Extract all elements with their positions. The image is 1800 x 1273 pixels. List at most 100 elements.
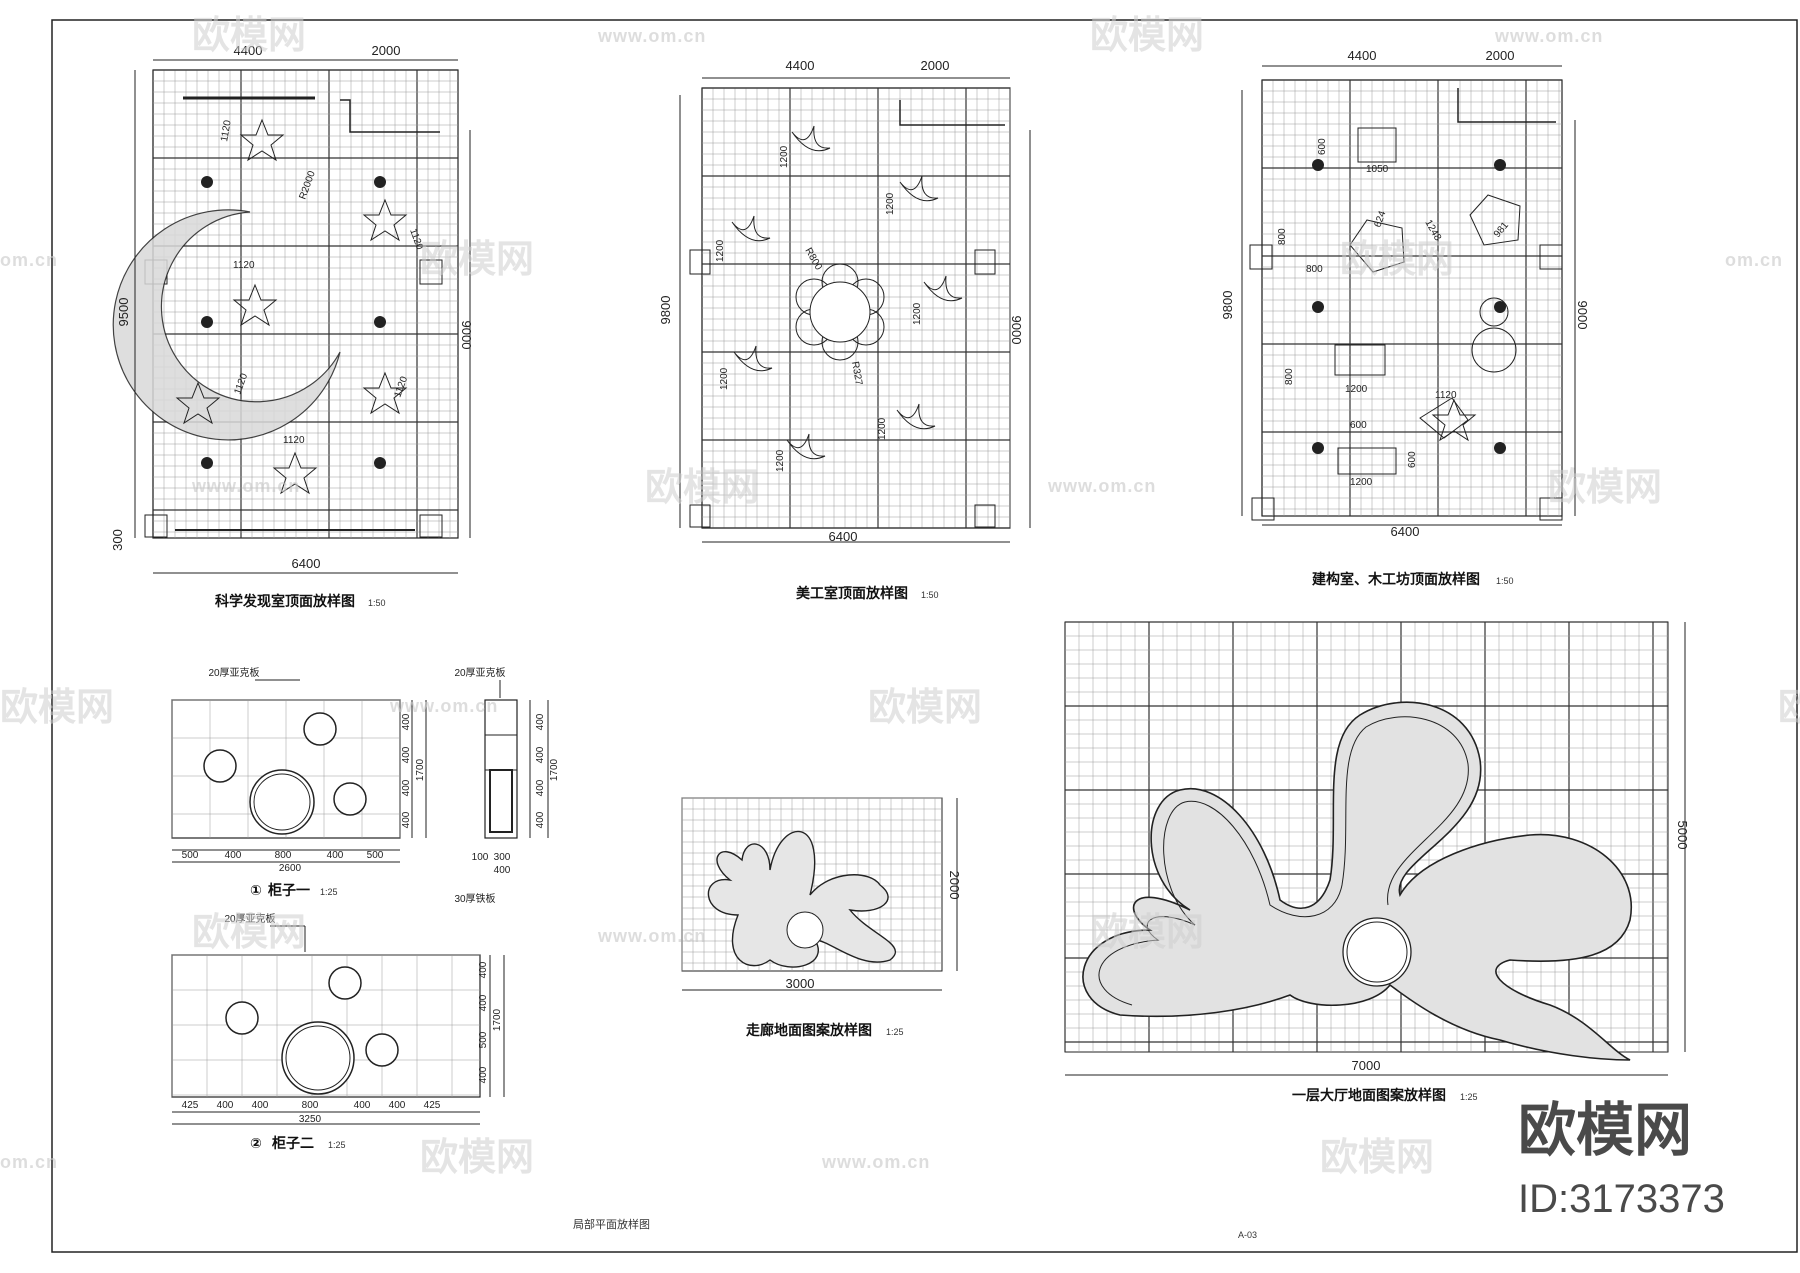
corridor-height: 2000 [947, 871, 962, 900]
watermark-url: om.cn [0, 250, 58, 270]
cab1-side-dim: 400 [535, 746, 546, 763]
cabinet-1-scale: 1:25 [320, 887, 338, 897]
cab2-dim: 425 [182, 1100, 199, 1111]
art-dim-top-right: 2000 [921, 58, 950, 73]
hall-scale: 1:25 [1460, 1092, 1478, 1102]
sci-dim-left: 9500 [116, 298, 131, 327]
cab2-dim-r: 500 [478, 1031, 489, 1048]
bld-dim-left: 9800 [1220, 291, 1235, 320]
cabinet-1-title: 柜子一 [268, 882, 310, 899]
bld-annot: 600 [1317, 138, 1328, 155]
corridor-scale: 1:25 [886, 1027, 904, 1037]
star-icon [1431, 398, 1477, 442]
cabinet-2-scale: 1:25 [328, 1140, 346, 1150]
cab1-top-note: 20厚亚克板 [208, 666, 259, 679]
cab1-side-dim-b: 400 [494, 865, 511, 876]
star-icon [232, 283, 278, 327]
watermark-text: 欧模网 [1320, 1135, 1434, 1179]
bld-annot: 800 [1306, 264, 1323, 275]
watermark-text: 欧模网 [1548, 465, 1662, 509]
cab1-dim: 400 [225, 850, 242, 861]
bird-icon [791, 125, 831, 152]
art-room-title: 美工室顶面放样图 [796, 585, 908, 602]
bld-dim-top-right: 2000 [1486, 48, 1515, 63]
science-room-scale: 1:50 [368, 598, 386, 608]
bld-annot: 1120 [1435, 390, 1457, 401]
site-logo: 欧模网 [1518, 1096, 1692, 1164]
sheet-number: A-03 [1238, 1230, 1257, 1240]
sci-dim-top-right: 2000 [372, 43, 401, 58]
watermark-text: 欧模网 [192, 13, 306, 57]
sci-dim-top-left: 4400 [234, 43, 263, 58]
cab1-height: 1700 [415, 758, 426, 781]
bld-dim-top-left: 4400 [1348, 48, 1377, 63]
cab1-side-dim-b: 300 [494, 852, 511, 863]
bird-icon [923, 275, 963, 302]
watermark-text: 欧模网 [1340, 237, 1454, 281]
cab2-dim: 400 [252, 1100, 269, 1111]
watermark-text: 欧模网 [1090, 13, 1204, 57]
star-icon [175, 381, 221, 425]
cab1-bottom-note: 30厚铁板 [454, 892, 495, 905]
watermark-text: 欧模网 [0, 685, 114, 729]
art-annot: R327 [849, 361, 864, 387]
sheet-note: 局部平面放样图 [573, 1217, 650, 1231]
watermark-text: 欧模网 [192, 910, 306, 954]
hall-flower-shape [1082, 701, 1633, 1061]
cab1-side-dim: 400 [535, 779, 546, 796]
corridor-width: 3000 [786, 976, 815, 991]
star-icon [362, 198, 408, 242]
star-icon [239, 118, 285, 162]
hall-floor-plan: 7000 5000 一层大厅地面图案放样图 1:25 [1064, 621, 1690, 1104]
watermark-text: 欧模网 [420, 237, 534, 281]
bld-annot: 800 [1284, 368, 1295, 385]
cab2-dim: 400 [217, 1100, 234, 1111]
cab1-dim-r: 400 [401, 811, 412, 828]
watermark-layer: 欧模网 欧模网 欧模网 欧模网 欧模网 欧模网 欧模网 欧模网 欧模网 欧模网 … [0, 13, 1800, 1179]
bird-icon [896, 403, 936, 430]
bld-annot: 800 [1277, 228, 1288, 245]
cab1-dim: 500 [367, 850, 384, 861]
watermark-url: www.om.cn [1494, 26, 1603, 46]
watermark-url: www.om.cn [821, 1152, 930, 1172]
cab2-dim-r: 400 [478, 994, 489, 1011]
build-room-scale: 1:50 [1496, 576, 1514, 586]
bld-annot: 1050 [1366, 164, 1389, 175]
sci-annot: 1120 [219, 119, 234, 143]
cab1-dim: 500 [182, 850, 199, 861]
cab2-dim-r: 400 [478, 1066, 489, 1083]
bird-icon [731, 215, 771, 242]
cabinet-1-elevation: 20厚亚克板 500 400 800 400 500 2600 400 400 … [171, 666, 560, 905]
art-dim-left: 9800 [658, 296, 673, 325]
cab1-dim: 400 [327, 850, 344, 861]
cab2-dim: 425 [424, 1100, 441, 1111]
build-room-title: 建构室、木工坊顶面放样图 [1312, 571, 1480, 588]
art-room-plan: 4400 2000 9800 9000 6400 1200 1200 1200 … [658, 58, 1031, 602]
cab2-dim: 400 [354, 1100, 371, 1111]
watermark-url: www.om.cn [1047, 476, 1156, 496]
cab2-dim: 400 [389, 1100, 406, 1111]
bld-annot: 1200 [1350, 477, 1373, 488]
art-dim-right: 9000 [1009, 316, 1024, 345]
sci-dim-right: 9000 [459, 321, 474, 350]
cab1-dim-r: 400 [401, 746, 412, 763]
watermark-text: 欧模网 [1090, 910, 1204, 954]
cab2-dim: 800 [302, 1100, 319, 1111]
corridor-floor-plan: 3000 2000 走廊地面图案放样图 1:25 [681, 797, 962, 1039]
sci-annot: 1120 [283, 435, 305, 446]
hall-height: 5000 [1675, 821, 1690, 850]
sci-dim-bottom-left: 300 [110, 529, 125, 551]
hall-title: 一层大厅地面图案放样图 [1292, 1087, 1446, 1104]
watermark-text: 欧模网 [420, 1135, 534, 1179]
cab2-dim-r: 400 [478, 961, 489, 978]
watermark-url: www.om.cn [597, 26, 706, 46]
bird-icon [786, 433, 826, 460]
art-annot: 1200 [719, 367, 730, 390]
art-annot: 1200 [885, 192, 896, 215]
science-room-title: 科学发现室顶面放样图 [215, 593, 355, 610]
bld-dim-bottom: 6400 [1391, 524, 1420, 539]
watermark-url: www.om.cn [191, 476, 300, 496]
bird-icon [899, 175, 939, 202]
watermark-url: www.om.cn [389, 696, 498, 716]
watermark-url: om.cn [1725, 250, 1783, 270]
